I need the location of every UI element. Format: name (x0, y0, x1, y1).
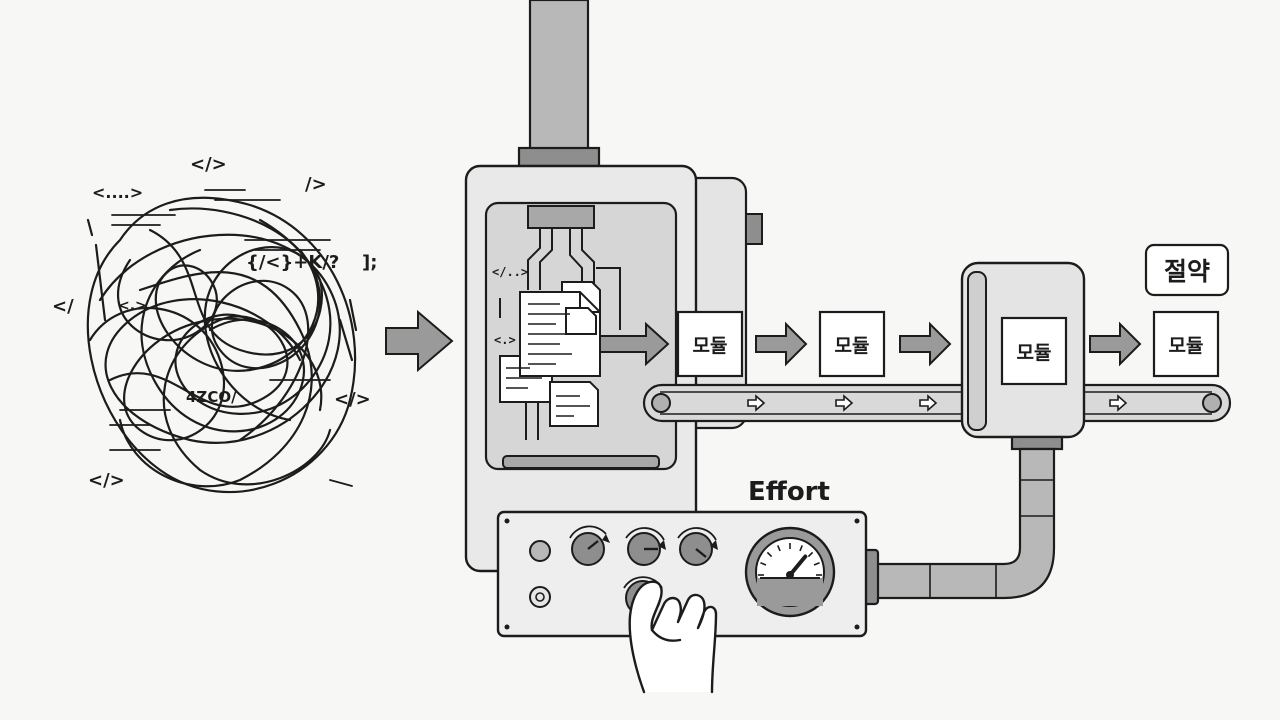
machine-output-arrow (599, 321, 670, 367)
flow-arrow (1089, 321, 1142, 367)
top-pipe (528, 0, 590, 154)
code-fragment: </> (334, 389, 371, 410)
connector-pipe (862, 435, 1064, 606)
belt-direction-arrows (747, 394, 1128, 412)
document-lines (506, 303, 590, 417)
code-fragment: </> (88, 470, 125, 491)
savings-tag (1144, 243, 1230, 297)
gauge-tick (799, 545, 803, 552)
doc-tag: <.> (494, 333, 516, 347)
module-box (1000, 316, 1068, 386)
side-knob (745, 213, 763, 245)
gauge-tick (760, 562, 767, 566)
module-box (676, 310, 744, 378)
conveyor-belt (642, 383, 1232, 423)
code-fragment: <....> (92, 183, 143, 202)
scanner-slot (967, 271, 987, 431)
module-label: 모듈 (835, 335, 870, 357)
chamber-top-block (527, 205, 595, 229)
gauge-tick (813, 562, 820, 566)
doc-tag: </..> (492, 265, 528, 279)
code-fragment: 4ZCO/ (186, 388, 237, 406)
hand-icon (628, 580, 718, 694)
belt-roller (1202, 393, 1222, 413)
module-box (818, 310, 886, 378)
indicator-light (529, 540, 551, 562)
chamber-bottom-plate (502, 455, 660, 469)
code-fragment: </ (52, 296, 74, 317)
savings-label: 절약 (1164, 257, 1210, 286)
code-fragment: {/<}+K/? (246, 252, 339, 273)
effort-dial[interactable] (625, 527, 666, 566)
module-flow: 모듈 모듈 모듈 모듈 모듈 절약 (676, 243, 1230, 439)
gauge-tick (807, 551, 814, 558)
processing-machine: </..> <.> (464, 0, 763, 573)
top-pipe-flange (517, 146, 601, 168)
input-arrow (385, 309, 454, 373)
tangled-code-ball (86, 189, 358, 494)
code-fragments: </> <....> /> {/<}+K/? ]; </ <.> </> 4ZC… (52, 154, 377, 491)
code-documents (499, 281, 601, 427)
belt-roller (651, 393, 671, 413)
module-label: 모듈 (1017, 342, 1052, 364)
effort-label: Effort (748, 477, 830, 507)
code-fragment: ]; (362, 252, 377, 273)
code-fragment: /> (305, 174, 327, 195)
document-icon (549, 381, 599, 427)
flow-arrow (899, 321, 952, 367)
internal-chutes (499, 228, 621, 440)
module-label: 모듈 (693, 335, 728, 357)
gauge-tick (766, 551, 773, 558)
flow-arrow (755, 321, 808, 367)
power-button[interactable] (529, 586, 551, 608)
code-fragment: <.> (118, 298, 147, 314)
effort-dial[interactable] (569, 525, 610, 566)
module-box (1152, 310, 1220, 378)
code-fragment: </> (190, 154, 227, 175)
effort-dial[interactable] (677, 527, 718, 566)
module-label: 모듈 (1169, 335, 1204, 357)
gauge-tick (777, 545, 781, 552)
effort-gauge (744, 526, 836, 618)
document-icon (565, 307, 597, 335)
